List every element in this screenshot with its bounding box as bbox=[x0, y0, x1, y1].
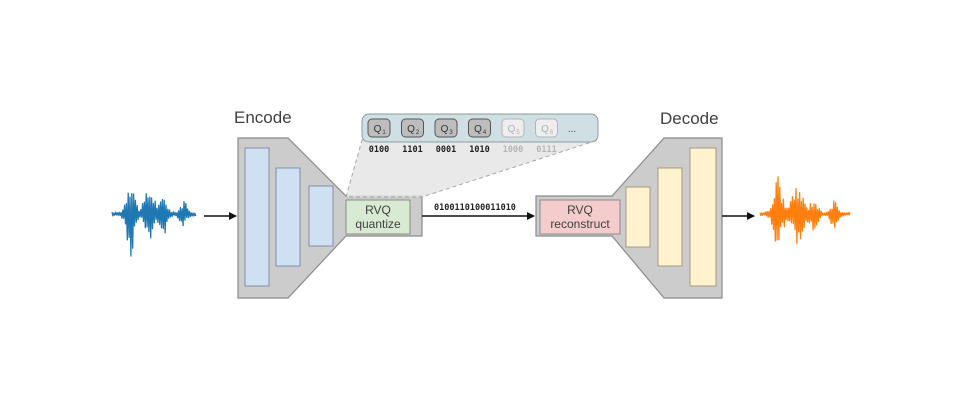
decoder-layer-3 bbox=[689, 147, 717, 287]
codebook-token-box bbox=[501, 118, 525, 138]
encoder-layer-3 bbox=[308, 185, 334, 247]
decoder-layer-2 bbox=[657, 167, 683, 267]
codebook-token-code: 0111 bbox=[536, 145, 556, 155]
codebook-token-code: 0100 bbox=[369, 145, 389, 155]
codebook-token-label: Q bbox=[508, 124, 516, 135]
codebook-token-label: Q bbox=[407, 124, 415, 135]
codebook-token-index: 3 bbox=[449, 130, 453, 136]
codebook-token-label: Q bbox=[374, 124, 382, 135]
codebook-token-box bbox=[367, 118, 391, 138]
codebook-token-label: Q bbox=[474, 124, 482, 135]
codebook-token-label: Q bbox=[541, 124, 549, 135]
encoder-title: Encode bbox=[234, 108, 292, 127]
codebook-token-index: 2 bbox=[416, 130, 420, 136]
reconstruct-label-line1: RVQ bbox=[567, 203, 593, 217]
codebook-token-index: 4 bbox=[483, 130, 487, 136]
rvq-reconstruct-box bbox=[539, 199, 621, 235]
codebook-token-box bbox=[401, 118, 424, 138]
encoder-layer-2 bbox=[275, 167, 301, 267]
codebook-token-code: 1010 bbox=[469, 145, 489, 155]
output-waveform-icon bbox=[759, 176, 851, 244]
codebook-token-box bbox=[468, 118, 491, 138]
codebook-ellipsis: ... bbox=[568, 124, 576, 135]
codebook-token-code: 1101 bbox=[402, 145, 422, 155]
decoder-title: Decode bbox=[660, 109, 719, 128]
decoder-layer-1 bbox=[625, 186, 651, 248]
quantize-label-line2: quantize bbox=[355, 217, 401, 231]
codebook-token-index: 5 bbox=[516, 130, 520, 136]
input-waveform-icon bbox=[111, 192, 197, 257]
codebook-token-box bbox=[535, 118, 558, 138]
rvq-quantize-box bbox=[345, 199, 411, 235]
encoder-layer-1 bbox=[244, 147, 270, 287]
waveform-path bbox=[111, 192, 197, 257]
waveform-path bbox=[759, 176, 851, 244]
codebook-token-index: 1 bbox=[382, 130, 386, 136]
codebook-token-box bbox=[434, 118, 458, 138]
codebook-token-code: 0001 bbox=[436, 145, 456, 155]
codebook-token-index: 6 bbox=[550, 130, 554, 136]
quantize-label-line1: RVQ bbox=[365, 203, 391, 217]
bitstream-text: 0100110100011010 bbox=[434, 203, 516, 213]
codebook-token-label: Q bbox=[441, 124, 449, 135]
reconstruct-label-line2: reconstruct bbox=[550, 217, 610, 231]
codebook-token-code: 1000 bbox=[503, 145, 523, 155]
